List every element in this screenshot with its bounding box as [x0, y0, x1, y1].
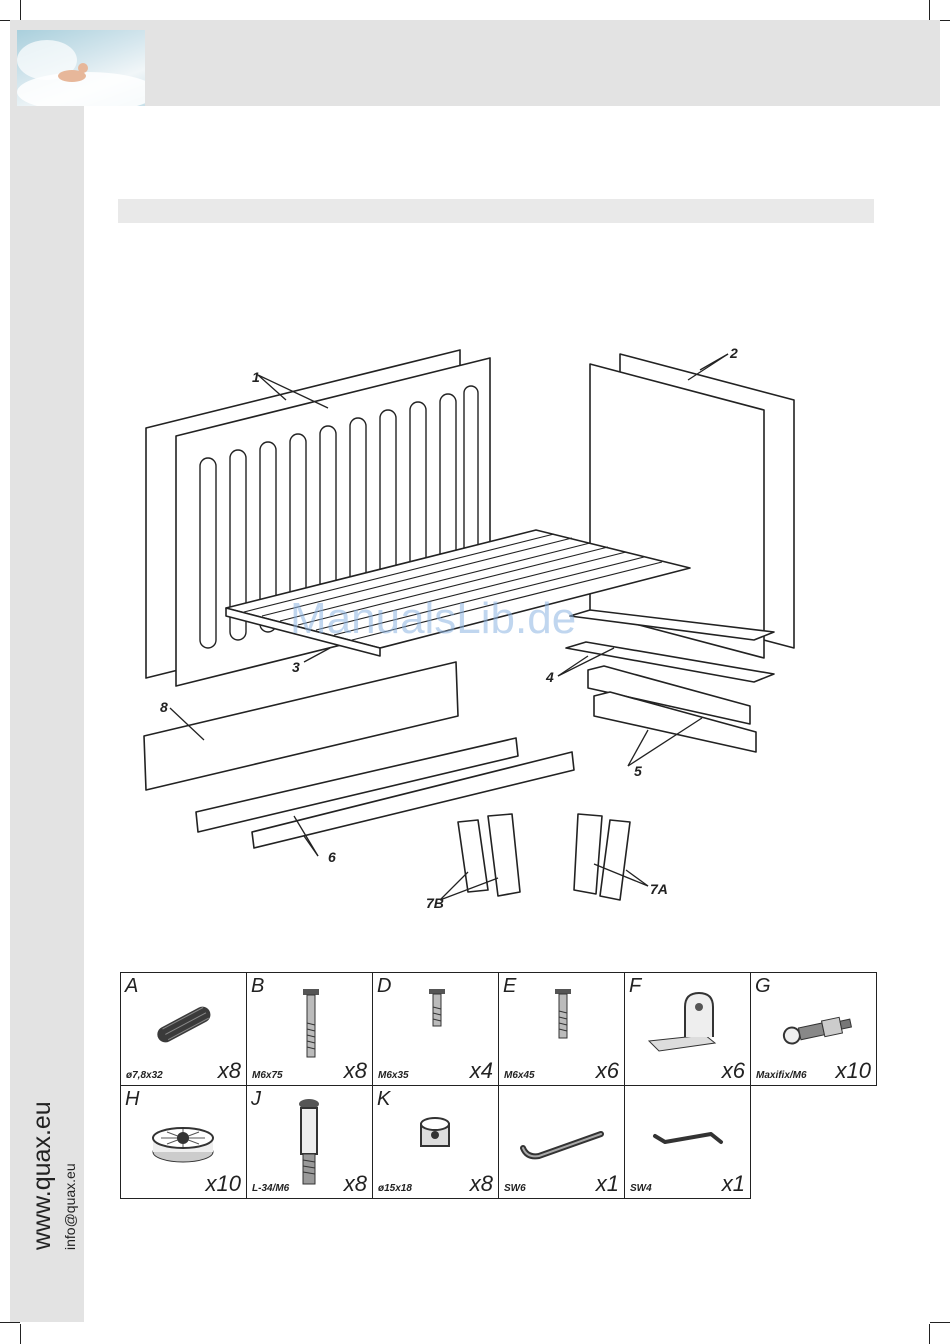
part-cell-sw6: SW6 x1	[499, 1086, 625, 1199]
part-letter: G	[755, 975, 771, 998]
part-cell-j: J L-34/M6 x8	[247, 1086, 373, 1199]
crop-mark	[930, 1322, 950, 1323]
part-cell-g: G Maxifix/M6 x10	[751, 973, 877, 1086]
crop-mark	[929, 0, 930, 20]
part-size: M6x45	[504, 1070, 535, 1081]
part-letter: A	[125, 975, 138, 998]
part-quantity: x1	[596, 1171, 619, 1197]
part-quantity: x8	[470, 1171, 493, 1197]
part-quantity: x6	[722, 1058, 745, 1084]
part-letter: E	[503, 975, 516, 998]
part-cell-k: K ø15x18 x8	[373, 1086, 499, 1199]
crop-mark	[20, 1324, 21, 1344]
callout-7b: 7B	[426, 895, 444, 911]
section-title-bar	[118, 199, 874, 223]
watermark: ManualsLib.de	[290, 594, 576, 644]
crop-mark	[929, 1324, 930, 1344]
hardware-parts-table: A ø7,8x32 x8 B M6x75 x8 D M6x35 x4 E M6x…	[120, 972, 877, 1199]
part-cell-b: B M6x75 x8	[247, 973, 373, 1086]
part-size: SW4	[630, 1183, 652, 1194]
part-letter: B	[251, 975, 264, 998]
part-cell-a: A ø7,8x32 x8	[121, 973, 247, 1086]
header-photo	[17, 30, 145, 106]
callout-5: 5	[634, 763, 642, 779]
part-cell-sw4: SW4 x1	[625, 1086, 751, 1199]
part-size: ø15x18	[378, 1183, 412, 1194]
part-quantity: x8	[218, 1058, 241, 1084]
part-quantity: x10	[206, 1171, 241, 1197]
part-cell-f: F x6	[625, 973, 751, 1086]
callout-7a: 7A	[650, 881, 668, 897]
part-size: SW6	[504, 1183, 526, 1194]
crop-mark	[20, 0, 21, 20]
leg-7a-right	[600, 820, 630, 900]
part-cell-d: D M6x35 x4	[373, 973, 499, 1086]
callout-2: 2	[729, 345, 738, 361]
part-size: M6x75	[252, 1070, 283, 1081]
header-band	[84, 20, 940, 106]
part-size: M6x35	[378, 1070, 409, 1081]
crop-mark	[0, 1322, 20, 1323]
callout-8: 8	[160, 699, 168, 715]
website-url[interactable]: www.quax.eu	[28, 1101, 57, 1250]
part-cell-e: E M6x45 x6	[499, 973, 625, 1086]
part-size: L-34/M6	[252, 1183, 289, 1194]
part-quantity: x10	[836, 1058, 871, 1084]
leg-7b-left	[458, 820, 488, 892]
part-letter: F	[629, 975, 641, 998]
part-cell-h: H x10	[121, 1086, 247, 1199]
callout-6: 6	[328, 849, 336, 865]
part-quantity: x4	[470, 1058, 493, 1084]
callout-1: 1	[252, 369, 260, 385]
part-quantity: x8	[344, 1058, 367, 1084]
part-quantity: x6	[596, 1058, 619, 1084]
part-letter: K	[377, 1088, 390, 1111]
part-quantity: x8	[344, 1171, 367, 1197]
part-quantity: x1	[722, 1171, 745, 1197]
empty-cell	[751, 1086, 877, 1199]
part-size: Maxifix/M6	[756, 1070, 807, 1081]
part-letter: D	[377, 975, 391, 998]
callout-4: 4	[545, 669, 554, 685]
part-size: ø7,8x32	[126, 1070, 163, 1081]
part-letter: H	[125, 1088, 139, 1111]
part-letter: J	[251, 1088, 261, 1111]
leg-7a-left	[574, 814, 602, 894]
leg-7b-right	[488, 814, 520, 896]
callout-3: 3	[292, 659, 300, 675]
email-address[interactable]: info@quax.eu	[62, 1163, 78, 1250]
